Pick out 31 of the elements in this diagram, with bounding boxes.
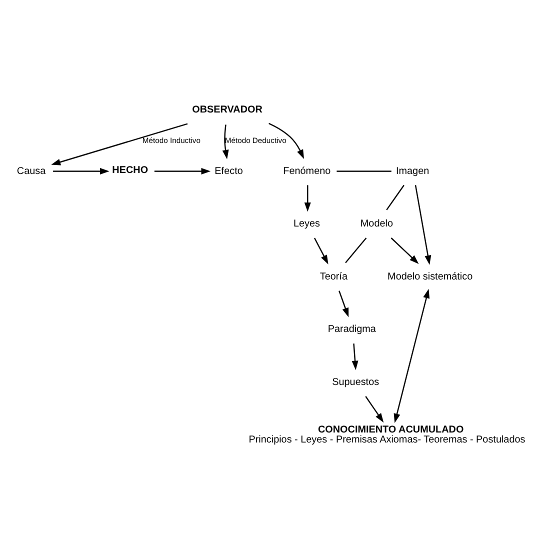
edge-label: Método Inductivo	[142, 136, 201, 145]
node-text: Imagen	[396, 166, 430, 177]
node-text: HECHO	[112, 165, 148, 176]
arrow	[394, 288, 430, 424]
arrow	[414, 185, 432, 265]
node-text: Modelo sistemático	[388, 271, 473, 282]
arrow	[365, 396, 384, 423]
connector	[386, 184, 404, 210]
arrow	[154, 168, 211, 175]
arrow	[338, 290, 349, 318]
node-text: CONOCIMIENTO ACUMULADO Principios - Leyes - Premisas Axiomas- Teoremas - Postulados	[248, 424, 526, 446]
node-text: Modelo	[360, 218, 394, 230]
arrow	[314, 238, 328, 264]
connector	[336, 170, 392, 172]
connector	[345, 238, 367, 264]
arrow	[352, 344, 358, 370]
node-text: Teoría	[320, 271, 348, 282]
node-text: Paradigma	[328, 324, 376, 336]
edge-label: Método Deductivo	[224, 136, 286, 145]
arrow	[268, 122, 304, 159]
node-text: Efecto	[214, 166, 243, 177]
arrow	[222, 124, 229, 160]
node-text: Fenómeno	[283, 166, 331, 177]
arrow	[390, 238, 419, 264]
node-text: Supuestos	[332, 376, 380, 388]
node-text: Causa	[16, 166, 46, 177]
arrow	[304, 185, 311, 212]
arrow	[51, 123, 188, 166]
node-text: Leyes	[293, 218, 320, 230]
arrow	[53, 168, 110, 175]
node-text: OBSERVADOR	[192, 104, 262, 116]
